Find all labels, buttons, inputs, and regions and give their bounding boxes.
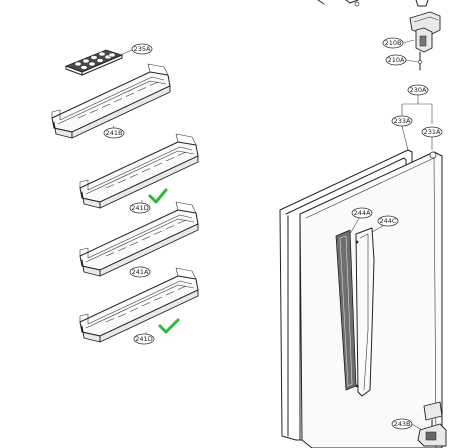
door-bin-241b[interactable] [51, 63, 171, 139]
bottom-hinge-243b[interactable] [417, 401, 447, 447]
callout-233a: 233A [391, 115, 413, 127]
callout-241a: 241A [129, 266, 151, 278]
label-231a: 231A [424, 128, 441, 136]
label-241a: 241A [132, 268, 149, 276]
label-244c: 244C [380, 217, 397, 225]
label-210b: 210B [385, 39, 402, 47]
callout-210a: 210A [385, 54, 407, 66]
callout-241d-top: 241D [129, 202, 151, 214]
label-244a: 244A [354, 209, 371, 217]
label-243b: 243B [394, 420, 411, 428]
callout-244c: 244C [377, 215, 399, 227]
callout-241d-bottom: 241D [133, 333, 155, 345]
callout-210b: 210B [382, 37, 404, 49]
label-233a: 233A [394, 117, 411, 125]
top-hinge-assembly[interactable] [317, 0, 441, 71]
callout-231a: 231A [421, 126, 443, 138]
callout-241b: 241B [103, 127, 125, 139]
callout-235a: 235A [131, 43, 153, 55]
door-bin-241d-top[interactable] [79, 133, 199, 209]
label-230a: 230A [410, 86, 427, 94]
door-bin-241a[interactable] [79, 201, 199, 277]
label-235a: 235A [134, 45, 151, 53]
label-241b: 241B [106, 129, 123, 137]
refrigerator-door-231a[interactable] [299, 151, 443, 448]
door-bin-241d-bottom[interactable] [79, 267, 199, 343]
label-241d-top: 241D [131, 204, 148, 212]
door-handle-244c[interactable] [355, 227, 375, 397]
checkmark-icon [148, 188, 168, 204]
callout-243b: 243B [391, 418, 413, 430]
callout-230a: 230A [407, 84, 429, 96]
checkmark-icon [158, 318, 180, 334]
egg-tray-235a[interactable] [65, 49, 123, 76]
label-210a: 210A [388, 56, 405, 64]
callout-244a: 244A [351, 207, 373, 219]
label-241d-bottom: 241D [135, 335, 152, 343]
